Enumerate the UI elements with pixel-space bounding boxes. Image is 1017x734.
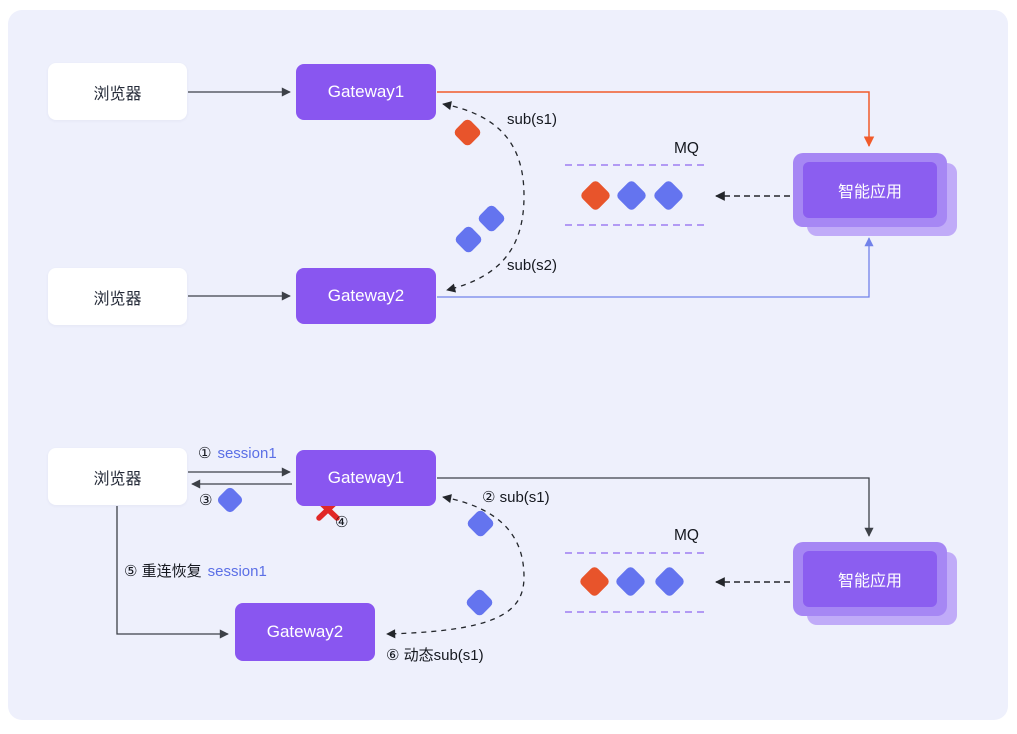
mq-bottom-label: MQ — [674, 527, 699, 544]
gateway2-label: Gateway2 — [327, 286, 405, 305]
browser1-label: 浏览器 — [93, 85, 142, 103]
app-bottom-label: 智能应用 — [837, 573, 902, 590]
browser-bottom-label: 浏览器 — [93, 470, 142, 488]
app-node-top: 智能应用 — [793, 153, 961, 239]
gateway2-bottom-node: Gateway2 — [235, 603, 375, 661]
mq-top-label: MQ — [674, 140, 699, 157]
browser2-node: 浏览器 — [48, 268, 187, 325]
step1-number: ① — [198, 445, 212, 462]
step5-prefix: ⑤ 重连恢复 — [124, 563, 202, 580]
gateway1-bottom-node: Gateway1 — [296, 450, 436, 506]
step1-session-value: session1 — [217, 445, 277, 462]
app-top-label: 智能应用 — [837, 184, 902, 201]
step5-session-value: session1 — [207, 563, 267, 580]
browser-bottom-node: 浏览器 — [48, 448, 187, 505]
step5-reconnect-label: ⑤ 重连恢复 session1 — [124, 560, 267, 581]
step1-session-label: ① session1 — [198, 444, 277, 462]
sub-s2-label: sub(s2) — [507, 257, 558, 274]
step2-sub-label: ② sub(s1) — [482, 489, 550, 506]
app-bottom-inner-box — [803, 551, 937, 607]
step6-dynamic-sub-label: ⑥ 动态sub(s1) — [386, 647, 484, 664]
app-node-bottom: 智能应用 — [793, 542, 961, 628]
app-top-inner-box — [803, 162, 937, 218]
gateway1-bottom-label: Gateway1 — [327, 468, 405, 487]
sub-s1-label: sub(s1) — [507, 111, 558, 128]
gateway2-node: Gateway2 — [296, 268, 436, 324]
gateway1-label: Gateway1 — [327, 82, 405, 101]
browser2-label: 浏览器 — [93, 290, 142, 308]
step3-number: ③ — [199, 492, 213, 509]
step4-number: ④ — [335, 514, 349, 531]
gateway1-node: Gateway1 — [296, 64, 436, 120]
browser1-node: 浏览器 — [48, 63, 187, 120]
gateway2-bottom-label: Gateway2 — [266, 622, 344, 641]
